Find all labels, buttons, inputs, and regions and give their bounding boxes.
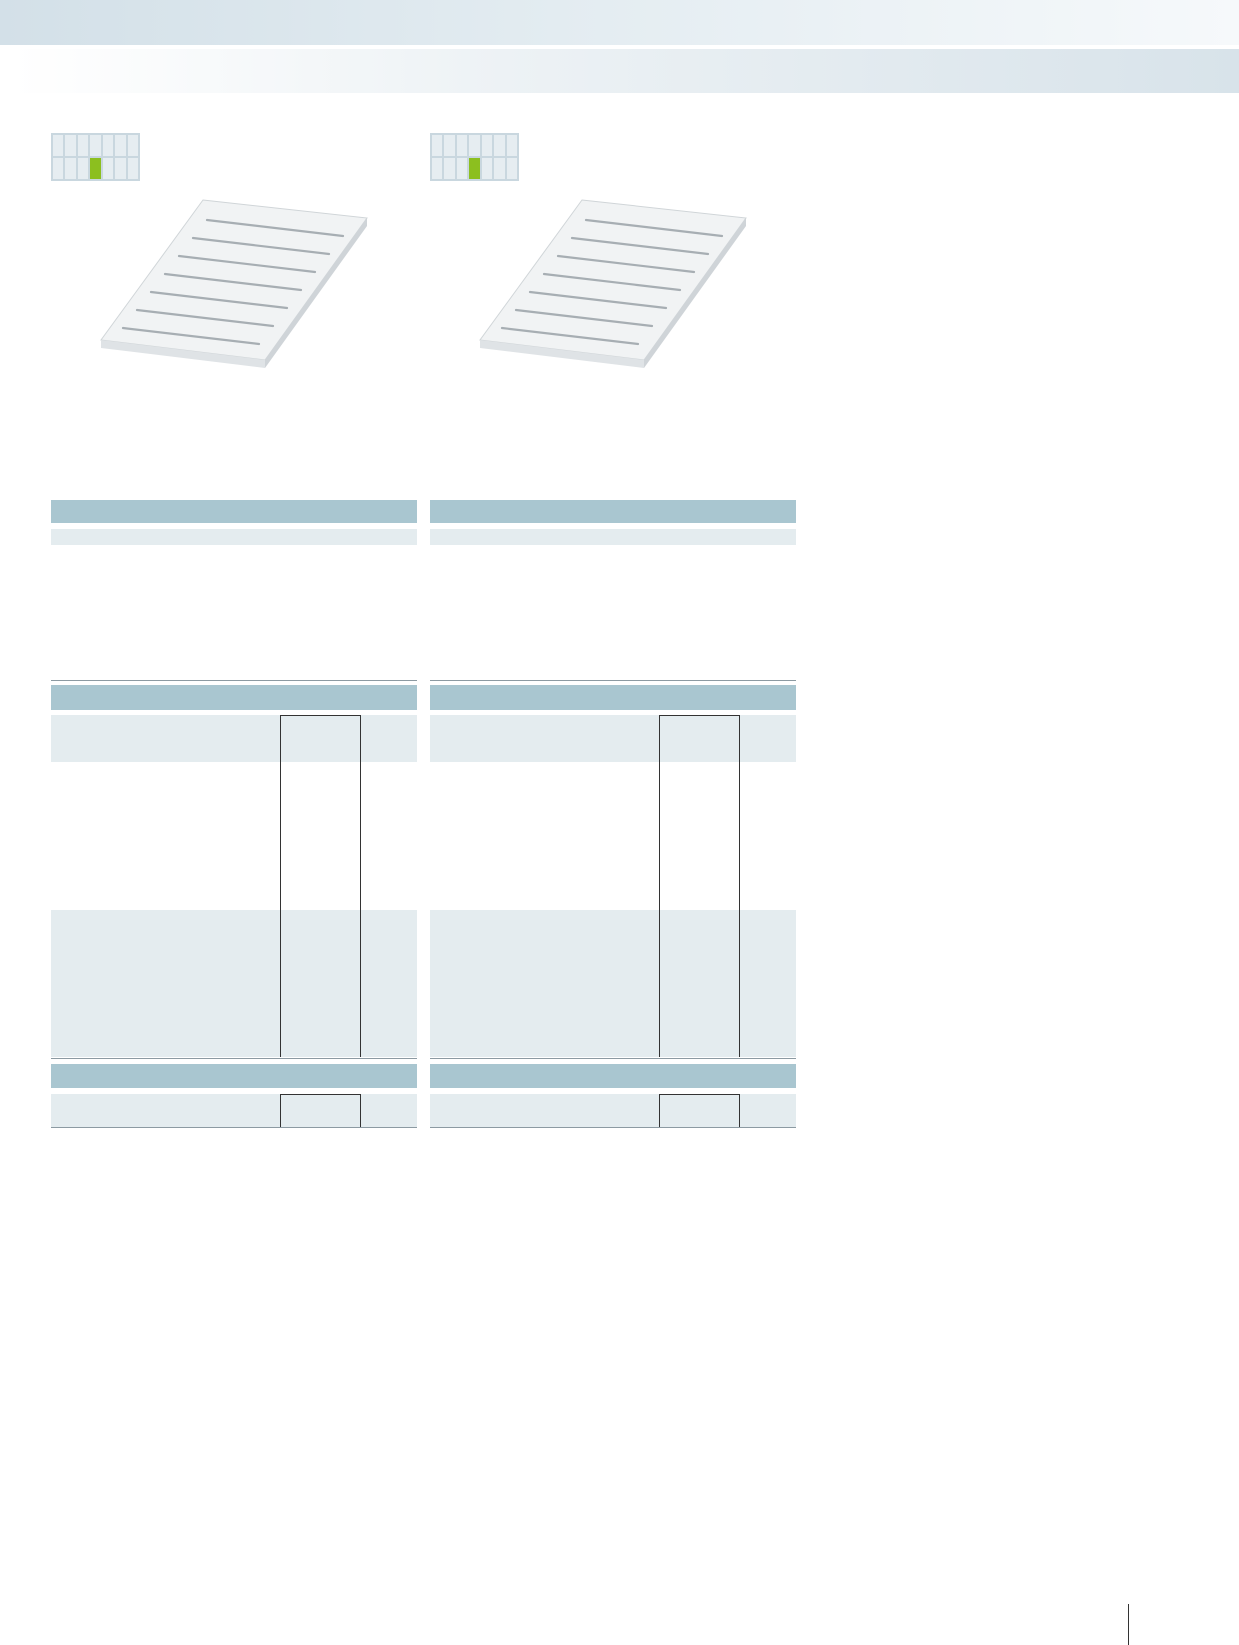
column-divider bbox=[280, 715, 361, 716]
ordering-header-bar bbox=[430, 685, 796, 710]
table-row bbox=[430, 715, 796, 762]
section-divider bbox=[430, 1127, 796, 1128]
table-row bbox=[51, 715, 417, 762]
section-divider bbox=[430, 1058, 796, 1059]
column-divider bbox=[659, 715, 740, 716]
table-row bbox=[51, 910, 417, 1057]
column-divider bbox=[659, 715, 660, 1057]
table-row bbox=[430, 910, 796, 1057]
table-row bbox=[51, 1094, 417, 1127]
table-subheader-bar bbox=[430, 529, 796, 545]
header-band-bottom bbox=[12, 49, 1239, 93]
section-divider bbox=[51, 1127, 417, 1128]
table-row bbox=[430, 1094, 796, 1127]
column-divider bbox=[280, 715, 281, 1057]
marker-grid-icon bbox=[430, 133, 519, 181]
ordering-header-bar bbox=[51, 685, 417, 710]
marker-sheet-image bbox=[479, 199, 747, 368]
table-header-bar bbox=[51, 500, 417, 523]
column-divider bbox=[280, 1094, 361, 1095]
table-subheader-bar bbox=[51, 529, 417, 545]
page-number-divider bbox=[1128, 1604, 1129, 1645]
table-header-bar bbox=[430, 500, 796, 523]
column-divider bbox=[360, 715, 361, 1057]
column-divider bbox=[739, 1094, 740, 1127]
accessories-header-bar bbox=[430, 1064, 796, 1088]
section-divider bbox=[430, 680, 796, 681]
accessories-header-bar bbox=[51, 1064, 417, 1088]
section-divider bbox=[51, 680, 417, 681]
column-divider bbox=[659, 1094, 740, 1095]
marker-grid-icon bbox=[51, 133, 140, 181]
column-divider bbox=[659, 1094, 660, 1127]
column-divider bbox=[360, 1094, 361, 1127]
header-band-top bbox=[0, 0, 1239, 45]
column-divider bbox=[739, 715, 740, 1057]
column-divider bbox=[280, 1094, 281, 1127]
marker-sheet-image bbox=[100, 199, 368, 368]
section-divider bbox=[51, 1058, 417, 1059]
